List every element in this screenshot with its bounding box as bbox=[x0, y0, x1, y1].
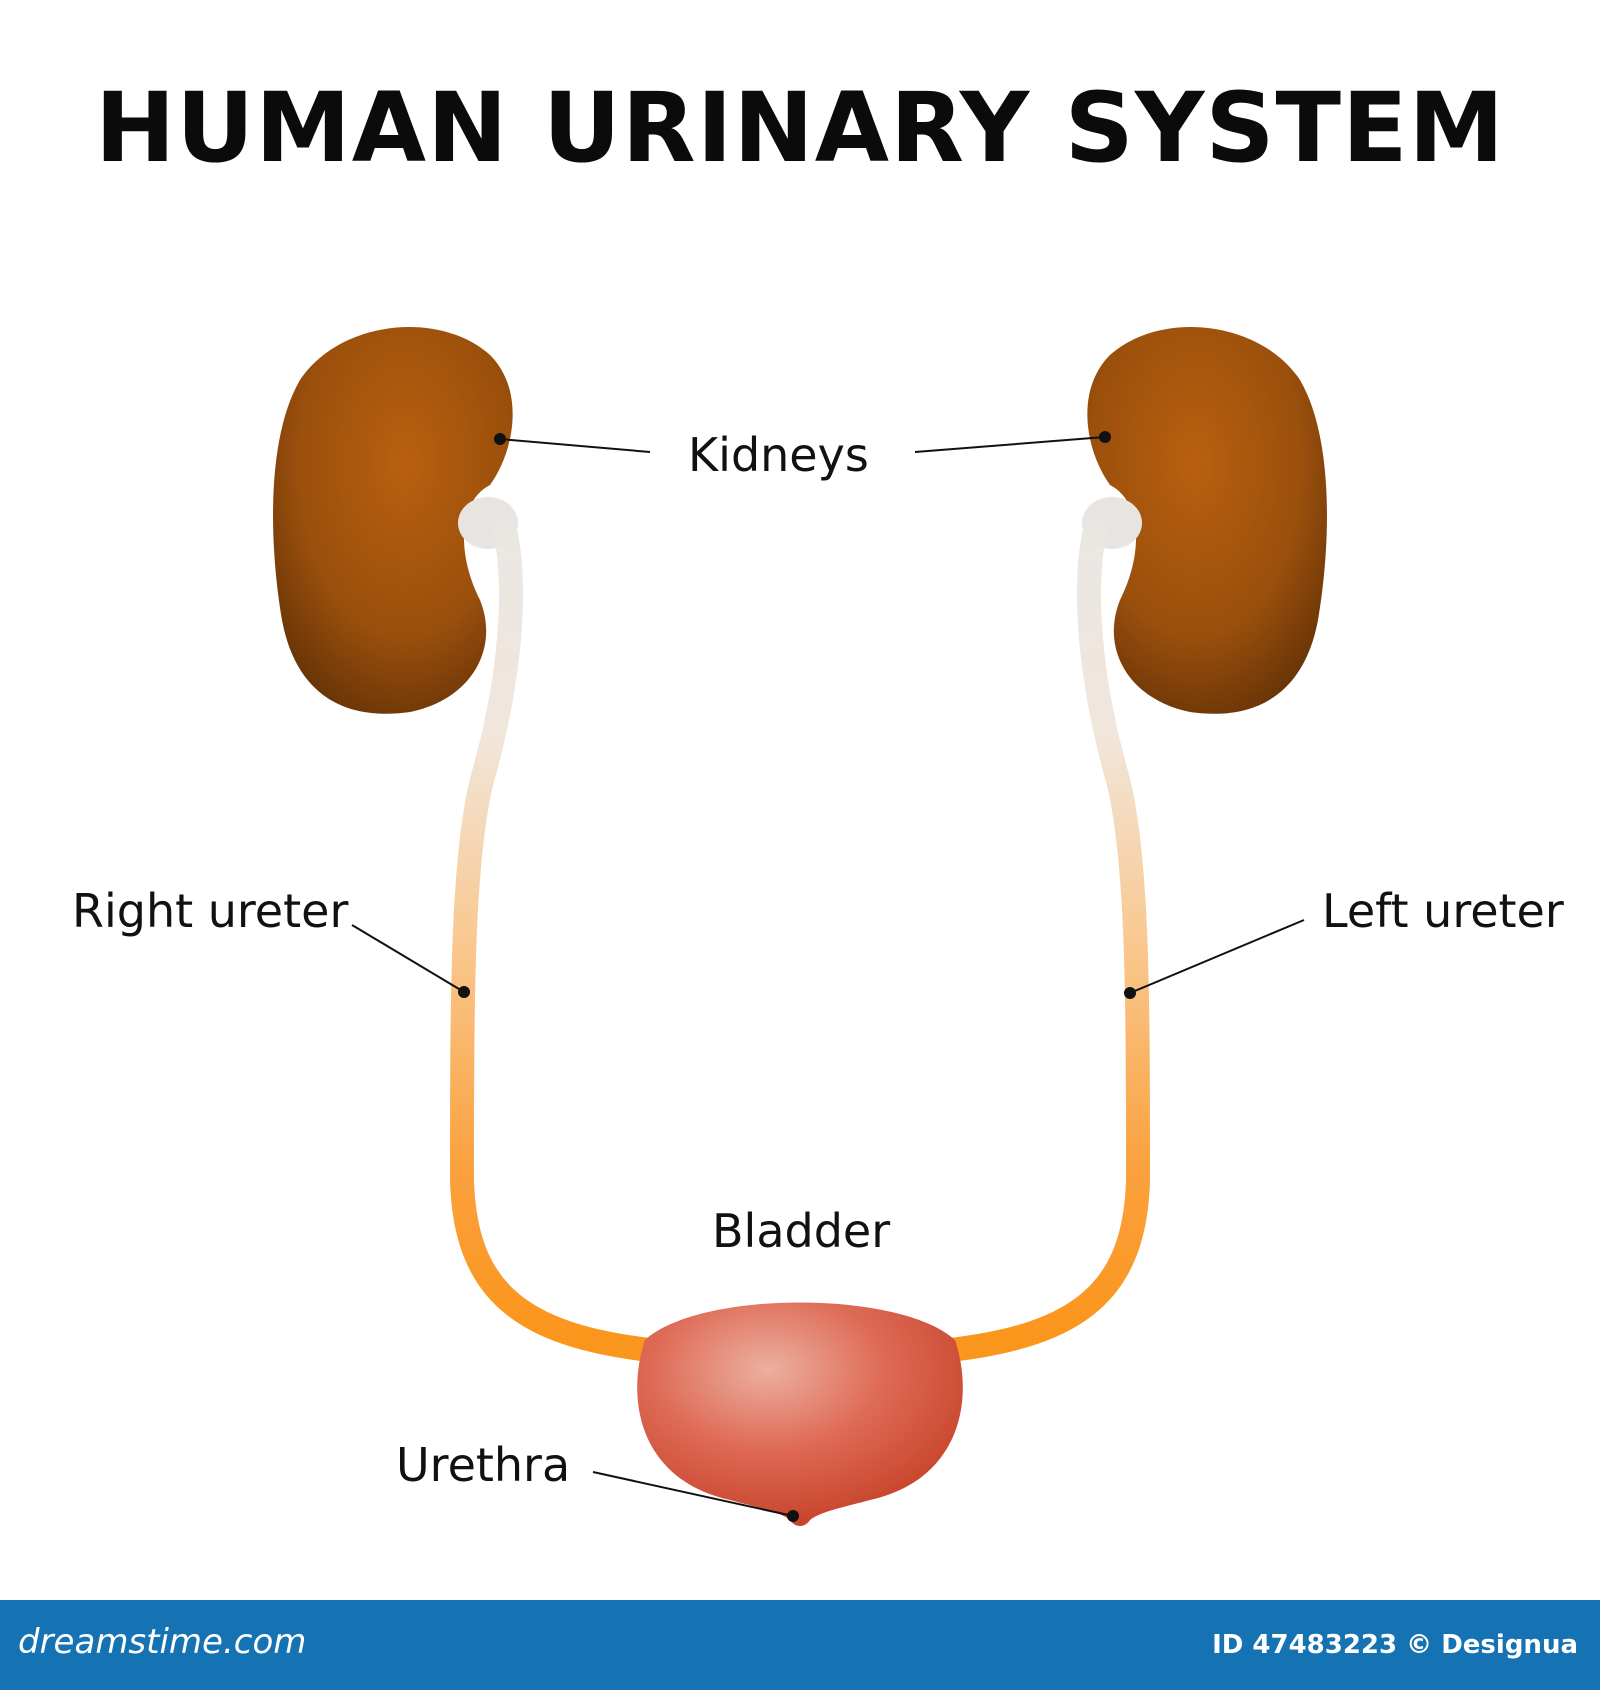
kidney-leader-left bbox=[914, 436, 1106, 453]
label-kidneys: Kidneys bbox=[688, 428, 869, 482]
right-kidney bbox=[273, 327, 513, 714]
urethra-dot bbox=[787, 1510, 799, 1522]
kidney-leader-right bbox=[499, 438, 651, 453]
diagram-title: HUMAN URINARY SYSTEM bbox=[94, 72, 1506, 184]
right-ureter-leader bbox=[351, 924, 465, 993]
right-ureter-dot bbox=[458, 986, 470, 998]
leader-lines bbox=[351, 436, 1305, 1517]
label-left-ureter: Left ureter bbox=[1322, 884, 1564, 938]
kidney-dot-right bbox=[494, 433, 506, 445]
leader-dots bbox=[458, 431, 1136, 1522]
left-ureter-dot bbox=[1124, 987, 1136, 999]
left-kidney bbox=[1087, 327, 1327, 714]
bladder-shape bbox=[637, 1302, 963, 1526]
right-ureter bbox=[449, 518, 662, 1362]
kidney-dot-left bbox=[1099, 431, 1111, 443]
left-ureter-leader bbox=[1129, 919, 1305, 994]
left-ureter bbox=[938, 518, 1151, 1362]
urethra-leader bbox=[592, 1471, 794, 1517]
footer-brand: dreamstime.com bbox=[18, 1622, 307, 1662]
label-urethra: Urethra bbox=[396, 1438, 571, 1492]
label-right-ureter: Right ureter bbox=[72, 884, 349, 938]
footer-image-id: ID 47483223 © Designua bbox=[1212, 1630, 1578, 1660]
footer-bar: dreamstime.com ID 47483223 © Designua bbox=[0, 1600, 1600, 1690]
label-bladder: Bladder bbox=[712, 1204, 891, 1258]
